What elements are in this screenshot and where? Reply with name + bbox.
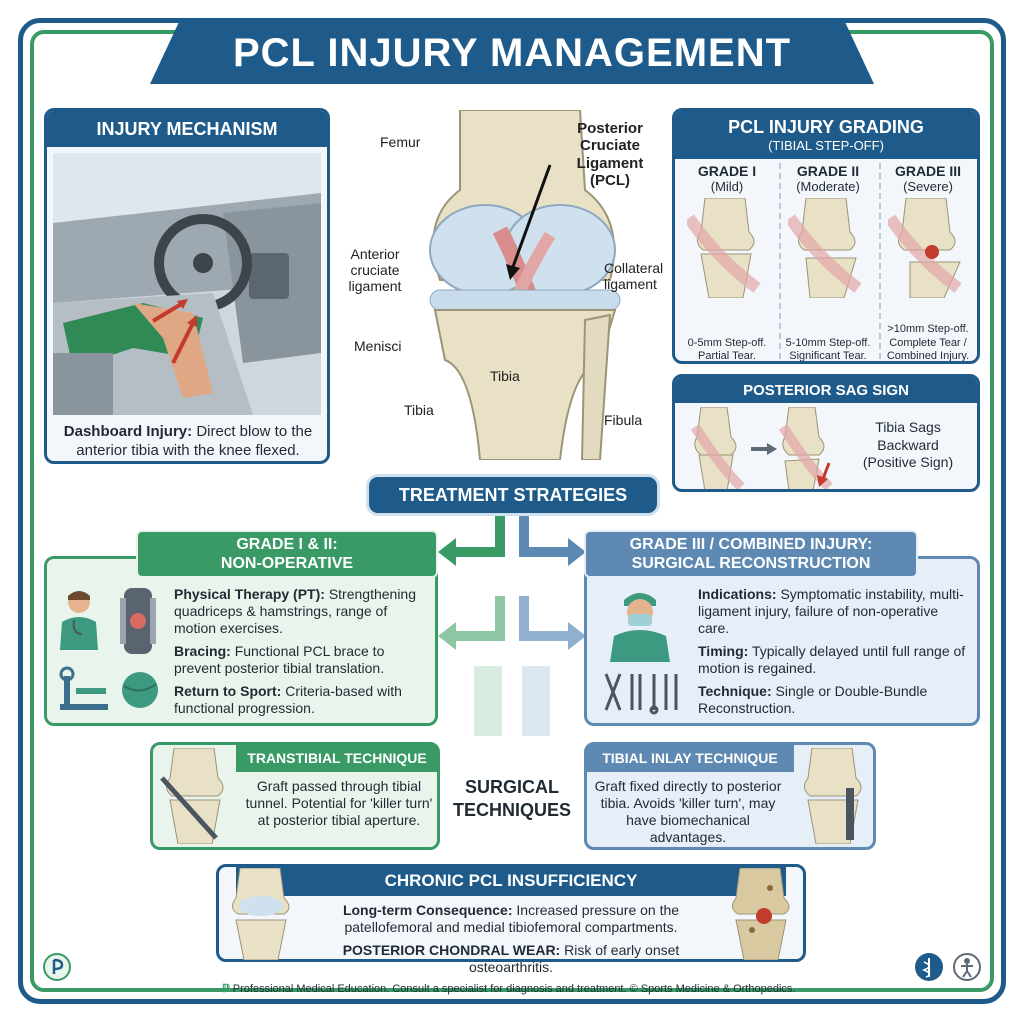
surgical-text: Indications: Symptomatic instability, mu… <box>698 586 970 724</box>
injury-mechanism-panel: INJURY MECHANISM Dashboard Injury: Direc… <box>44 108 330 464</box>
grade-knee-illustration <box>684 197 761 299</box>
grading-heading-block: PCL INJURY GRADING (TIBIAL STEP-OFF) <box>675 111 977 159</box>
bracing-text: Functional PCL brace to prevent posterio… <box>174 643 385 677</box>
transtibial-heading: TRANSTIBIAL TECHNIQUE <box>236 744 438 772</box>
wear-item: POSTERIOR CHONDRAL WEAR: Risk of early o… <box>304 942 718 976</box>
pt-item: Physical Therapy (PT): Strengthening qua… <box>174 586 432 637</box>
non-operative-heading-tab: GRADE I & II: NON-OPERATIVE <box>136 530 438 578</box>
grade-caption: 5-10mm Step-off. Significant Tear. <box>785 336 871 362</box>
exercise-machine-icon <box>59 666 108 710</box>
footer-logo-icon: ℙ <box>222 983 230 995</box>
wear-bold: POSTERIOR CHONDRAL WEAR: <box>342 942 561 959</box>
pcl-label: Posterior Cruciate Ligament (PCL) <box>576 120 644 189</box>
surgical-heading-line1: GRADE III / COMBINED INJURY: <box>629 535 873 553</box>
wear-text: Risk of early onset osteoarthritis. <box>468 942 680 976</box>
surgical-heading-tab: GRADE III / COMBINED INJURY: SURGICAL RE… <box>584 530 918 578</box>
grade-knee-illustration <box>885 197 962 299</box>
physiotherapist-icon <box>60 591 98 650</box>
femur-label: Femur <box>380 134 421 150</box>
technique-text: Single or Double-Bundle Reconstruction. <box>698 683 928 717</box>
menisci-label: Menisci <box>354 338 402 354</box>
rts-item: Return to Sport: Criteria-based with fun… <box>174 683 432 717</box>
sag-sign-illustration <box>690 407 833 489</box>
title-banner: PCL INJURY MANAGEMENT <box>150 22 874 84</box>
tibia-outer-label: Tibia <box>404 402 434 418</box>
transtibial-text: Graft passed through tibial tunnel. Pote… <box>245 778 433 829</box>
fibula-label: Fibula <box>604 412 643 428</box>
transtibial-knee-illustration <box>160 748 224 844</box>
treatment-strategies-heading: TREATMENT STRATEGIES <box>366 474 660 516</box>
footer-text: ℙ Professional Medical Education. Consul… <box>222 982 802 995</box>
grade-column: GRADE III(Severe) >10mm Step-off. Complet… <box>879 163 975 362</box>
inlay-knee-illustration <box>804 748 862 844</box>
surgical-heading-line2: SURGICAL RECONSTRUCTION <box>631 555 871 572</box>
grade-subtitle: (Severe) <box>903 179 953 194</box>
exercise-ball-icon <box>122 672 158 708</box>
tibia-inner-label: Tibia <box>490 368 520 384</box>
grades-row: GRADE I(Mild) 0-5mm Step-off. Partial Tea… <box>679 159 977 362</box>
bracing-bold: Bracing: <box>174 643 231 660</box>
injury-mechanism-heading: INJURY MECHANISM <box>47 111 327 147</box>
rts-text: Criteria-based with functional progressi… <box>174 683 402 717</box>
footer-copy: Professional Medical Education. Consult … <box>232 983 796 995</box>
surgical-instruments-icon <box>604 673 678 715</box>
indications-bold: Indications: <box>698 586 777 602</box>
dashboard-injury-bold: Dashboard Injury: <box>63 423 193 440</box>
injury-mechanism-caption: Dashboard Injury: Direct blow to the ant… <box>57 423 319 461</box>
grade-title: GRADE III <box>894 163 962 179</box>
surgeon-icon <box>610 593 670 662</box>
indications-item: Indications: Symptomatic instability, mu… <box>698 586 970 637</box>
technique-item: Technique: Single or Double-Bundle Recon… <box>698 683 970 717</box>
page-title: PCL INJURY MANAGEMENT <box>232 30 792 75</box>
car-interior-illustration <box>53 153 321 415</box>
timing-text: Typically delayed until full range of mo… <box>698 643 966 677</box>
medical-emblem-icon <box>43 953 71 981</box>
non-operative-heading-line1: GRADE I & II: <box>236 535 338 553</box>
treatment-flow-arrows <box>438 516 586 736</box>
collateral-label: Collateral ligament <box>604 260 664 293</box>
timing-bold: Timing: <box>698 643 749 660</box>
inlay-heading: TIBIAL INLAY TECHNIQUE <box>586 744 794 772</box>
knee-anatomy-illustration <box>429 110 621 460</box>
acl-label: Anterior cruciate ligament <box>348 246 402 295</box>
caduceus-icon <box>915 953 943 981</box>
inlay-text: Graft fixed directly to posterior tibia.… <box>594 778 782 846</box>
sag-sign-heading: POSTERIOR SAG SIGN <box>675 377 977 403</box>
grade-caption: >10mm Step-off. Complete Tear / Combined… <box>886 323 970 362</box>
sag-sign-caption: Tibia Sags Backward (Positive Sign) <box>862 419 954 470</box>
healthy-knee-illustration <box>232 868 290 960</box>
knee-brace-icon <box>120 588 156 654</box>
bracing-item: Bracing: Functional PCL brace to prevent… <box>174 643 432 677</box>
pt-bold: Physical Therapy (PT): <box>174 586 325 602</box>
long-term-bold: Long-term Consequence: <box>342 902 513 918</box>
grading-heading: PCL INJURY GRADING <box>728 117 924 137</box>
grade-title: GRADE II <box>796 163 860 179</box>
indications-text: Symptomatic instability, multi-ligament … <box>698 586 964 637</box>
non-operative-text: Physical Therapy (PT): Strengthening qua… <box>174 586 432 724</box>
dashboard-injury-text: Direct blow to the anterior tibia with t… <box>76 423 313 459</box>
timing-item: Timing: Typically delayed until full ran… <box>698 643 970 677</box>
sag-sign-panel: POSTERIOR SAG SIGN Tibia Sags Backward (… <box>672 374 980 492</box>
chronic-heading: CHRONIC PCL INSUFFICIENCY <box>236 866 786 896</box>
arthritic-knee-illustration <box>732 868 790 960</box>
grading-panel: PCL INJURY GRADING (TIBIAL STEP-OFF) GRA… <box>672 108 980 364</box>
grading-subheading: (TIBIAL STEP-OFF) <box>768 138 884 153</box>
grade-knee-illustration <box>785 197 862 299</box>
grade-column: GRADE I(Mild) 0-5mm Step-off. Partial Tea… <box>679 163 775 362</box>
grade-subtitle: (Mild) <box>710 179 744 194</box>
long-term-text: Increased pressure on the patellofemoral… <box>344 902 680 936</box>
athlete-icon <box>953 953 981 981</box>
pt-text: Strengthening quadriceps & hamstrings, r… <box>174 586 417 637</box>
long-term-item: Long-term Consequence: Increased pressur… <box>304 902 718 936</box>
grade-title: GRADE I <box>697 163 757 179</box>
non-operative-heading-line2: NON-OPERATIVE <box>220 555 354 572</box>
technique-bold: Technique: <box>698 683 772 700</box>
grade-caption: 0-5mm Step-off. Partial Tear. <box>687 336 767 362</box>
chronic-text: Long-term Consequence: Increased pressur… <box>304 902 718 976</box>
grade-column: GRADE II(Moderate) 5-10mm Step-off. Signi… <box>779 163 875 362</box>
surgical-techniques-label: SURGICAL TECHNIQUES <box>452 777 571 820</box>
grade-subtitle: (Moderate) <box>796 179 860 194</box>
rts-bold: Return to Sport: <box>174 683 282 700</box>
